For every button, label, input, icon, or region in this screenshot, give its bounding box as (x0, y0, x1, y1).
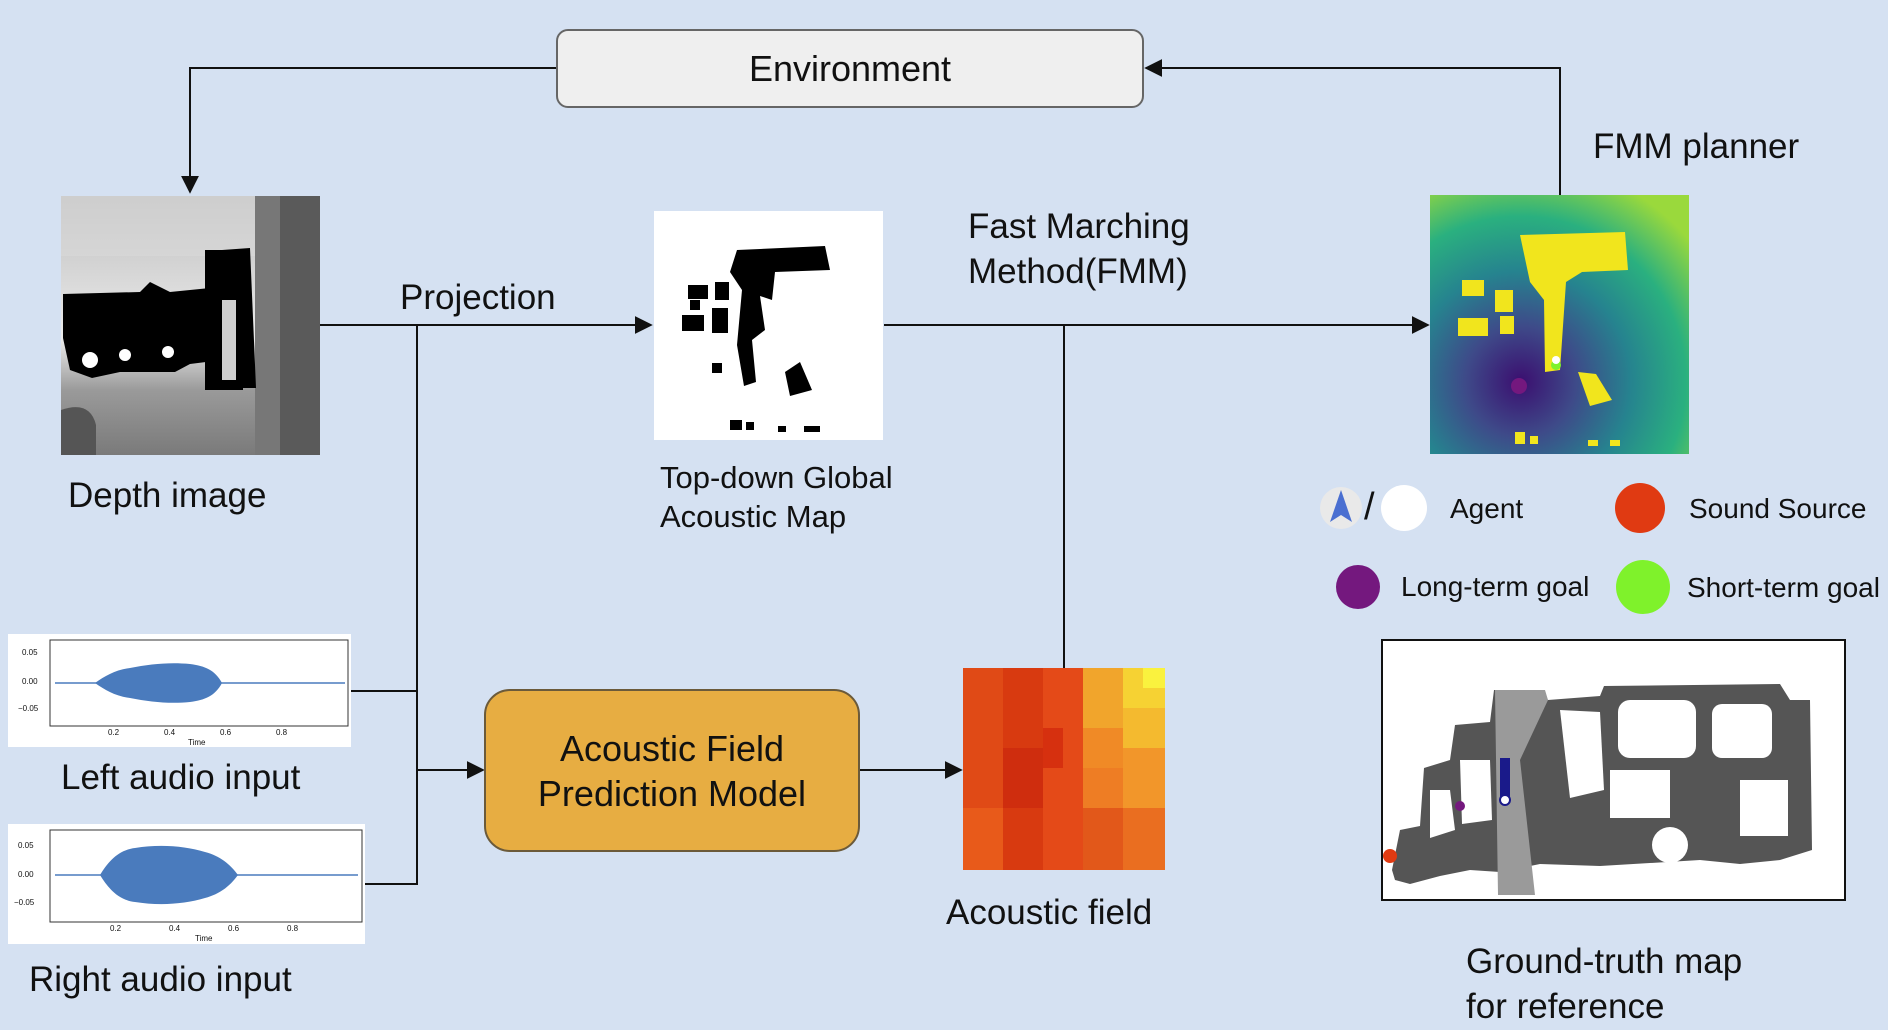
left-waveform (95, 663, 222, 703)
left-ytick-1: 0.05 (22, 648, 38, 657)
acoustic-field-heatmap (963, 668, 1165, 870)
fmm-label-line1: Fast Marching (968, 207, 1190, 246)
sound-source-icon (1615, 483, 1665, 533)
model-label-line1: Acoustic Field (559, 727, 785, 769)
acoustic-field-prediction-model-box: Acoustic Field Prediction Model (484, 689, 860, 852)
connectors (181, 59, 1561, 885)
right-audio-plot (8, 824, 365, 944)
ground-truth-label-line2: for reference (1466, 987, 1665, 1026)
left-xlabel: Time (188, 738, 206, 747)
model-label-line2: Prediction Model (537, 772, 807, 814)
long-term-goal-icon (1336, 565, 1380, 609)
line-right-audio (365, 770, 418, 885)
right-xtick-3: 0.6 (228, 924, 240, 933)
arrow-fmm-planner-to-environment (1144, 59, 1561, 195)
environment-label: Environment (748, 47, 952, 89)
right-ytick-1: 0.05 (18, 841, 34, 850)
ground-truth-map (1381, 639, 1846, 901)
acoustic-field-label: Acoustic field (946, 893, 1153, 932)
left-ytick-2: 0.00 (22, 677, 38, 686)
fmm-planner-label: FMM planner (1593, 127, 1800, 166)
depth-image-label: Depth image (68, 476, 267, 515)
fmm-label-line2: Method(FMM) (968, 252, 1188, 291)
right-ytick-2: 0.00 (18, 870, 34, 879)
right-waveform (100, 845, 238, 905)
topdown-label-line2: Acoustic Map (660, 499, 847, 534)
right-audio-label: Right audio input (29, 960, 292, 999)
legend-long-term-goal-label: Long-term goal (1401, 571, 1590, 602)
agent-marker (1552, 356, 1560, 364)
left-xtick-2: 0.4 (164, 728, 176, 737)
right-xtick-4: 0.8 (287, 924, 299, 933)
environment-box: Environment (556, 29, 1144, 108)
left-xtick-4: 0.8 (276, 728, 288, 737)
topdown-label-line1: Top-down Global (660, 460, 893, 495)
projection-label: Projection (400, 278, 556, 317)
right-xtick-1: 0.2 (110, 924, 122, 933)
depth-image (61, 196, 320, 455)
right-ytick-3: −0.05 (14, 898, 35, 907)
left-ytick-3: −0.05 (18, 704, 39, 713)
ground-truth-label-line1: Ground-truth map (1466, 942, 1743, 981)
left-xtick-3: 0.6 (220, 728, 232, 737)
arrow-environment-to-depth (181, 67, 556, 194)
left-audio-plot (8, 634, 351, 747)
legend-sound-source-label: Sound Source (1689, 493, 1867, 524)
legend-symbols (1320, 483, 1670, 614)
right-xlabel: Time (195, 934, 213, 943)
agent-circle-icon (1381, 485, 1427, 531)
legend-agent-label: Agent (1450, 493, 1524, 524)
topdown-acoustic-map (654, 211, 883, 440)
left-xtick-1: 0.2 (108, 728, 120, 737)
left-audio-label: Left audio input (61, 758, 301, 797)
legend-slash: / (1364, 486, 1375, 528)
long-term-goal-marker (1511, 378, 1527, 394)
fmm-planner-map (1430, 195, 1689, 454)
right-xtick-2: 0.4 (169, 924, 181, 933)
legend-short-term-goal-label: Short-term goal (1687, 572, 1880, 603)
short-term-goal-icon (1616, 560, 1670, 614)
